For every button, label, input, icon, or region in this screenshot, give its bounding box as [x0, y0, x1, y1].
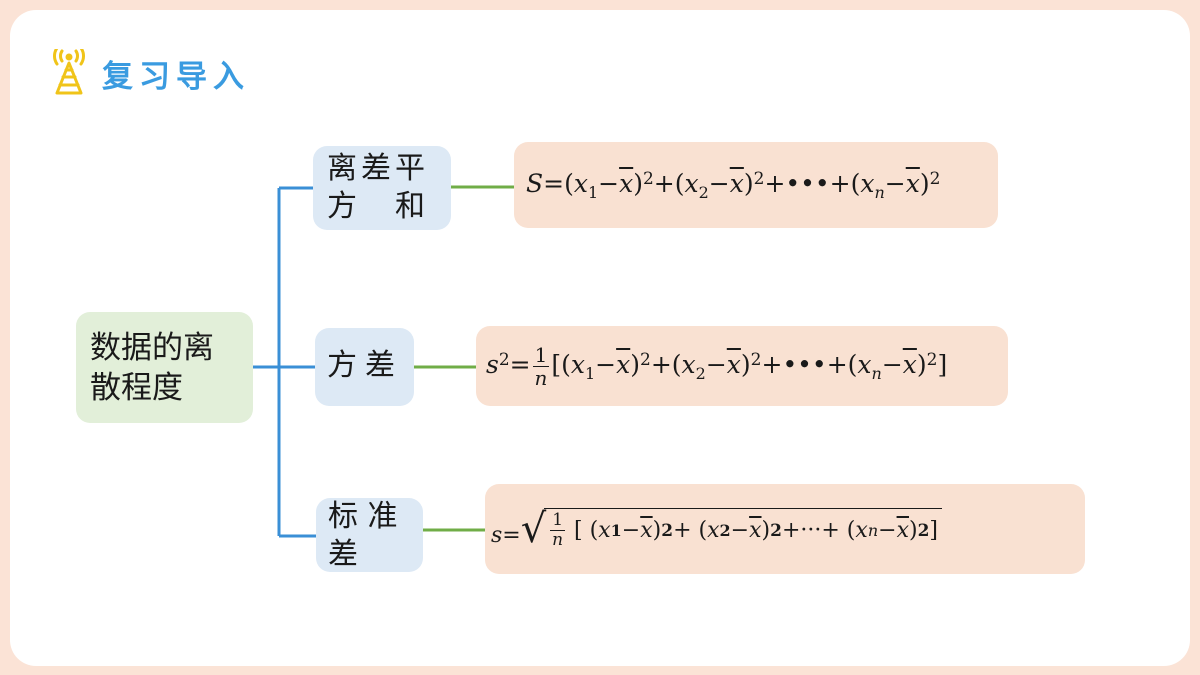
root-node: 数据的离 散程度	[76, 312, 253, 423]
node-label-line2: 方 和	[327, 189, 429, 224]
node-label-line2: 差	[328, 537, 358, 572]
node-deviation-sum: 离差平 方 和	[313, 146, 451, 230]
node-label: 方差	[327, 348, 403, 383]
node-label-line1: 标 准	[328, 499, 398, 534]
node-label-line1: 离差平	[327, 151, 429, 186]
root-label-line2: 散程度	[90, 370, 183, 406]
formula-deviation-sum: S=(x1−x)2+(x2−x)2+•••+(xn−x)2	[514, 142, 998, 228]
node-std-deviation: 标 准 差	[316, 498, 423, 572]
section-title: 复习导入	[102, 58, 250, 95]
signal-tower-icon	[52, 49, 86, 95]
section-header: 复习导入	[50, 48, 250, 98]
root-label-line1: 数据的离	[90, 330, 214, 366]
node-variance: 方差	[315, 328, 414, 406]
